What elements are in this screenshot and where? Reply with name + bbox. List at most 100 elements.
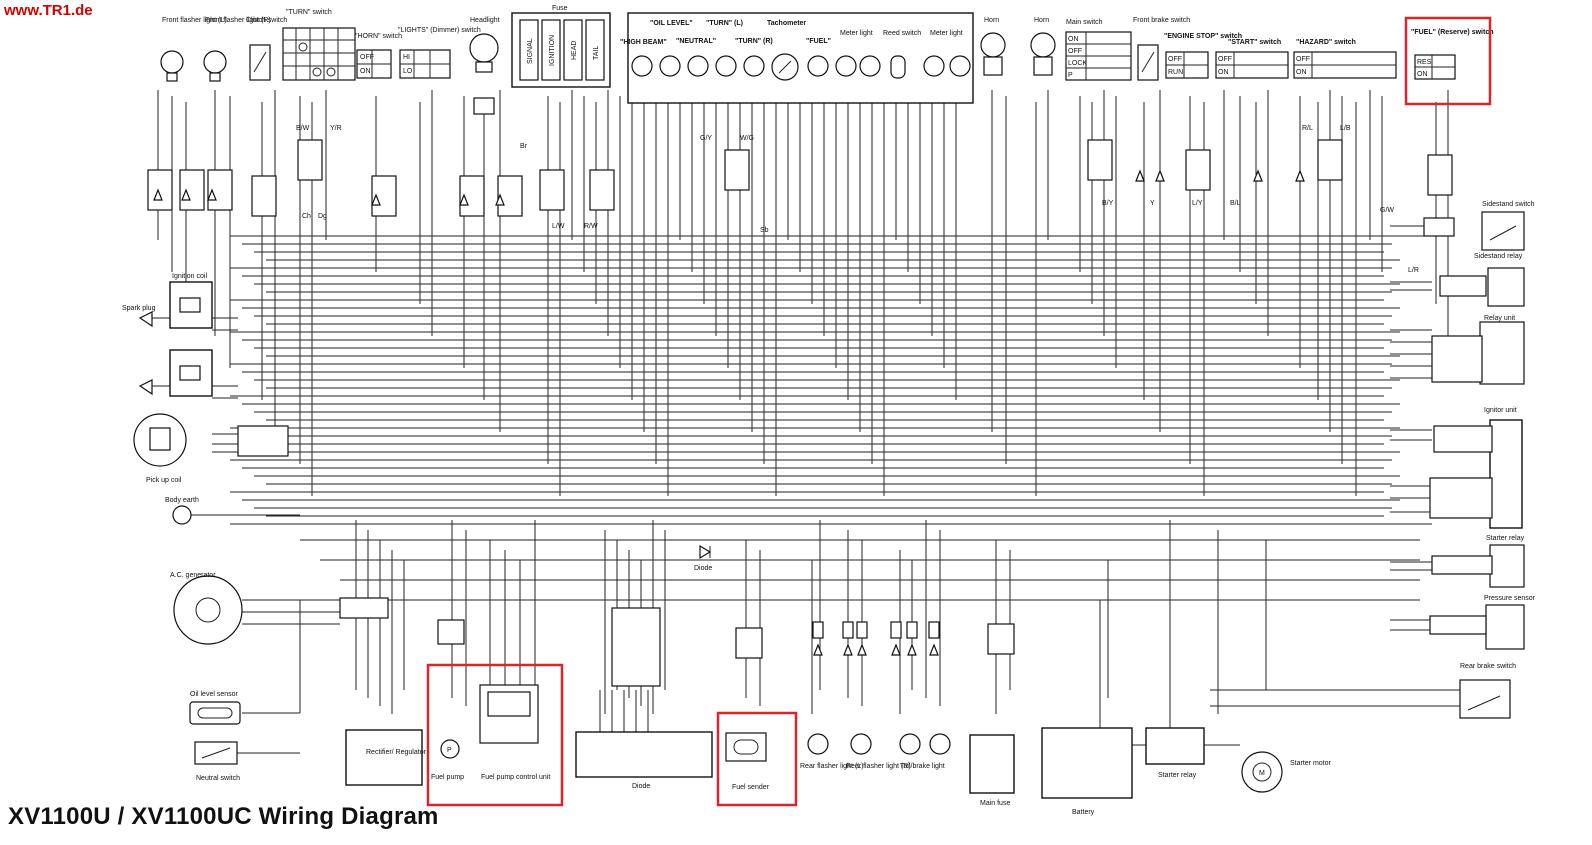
svg-text:Sidestand switch: Sidestand switch [1482, 201, 1535, 208]
svg-text:Pick up coil: Pick up coil [146, 477, 182, 484]
svg-text:B/L: B/L [1230, 200, 1241, 207]
svg-text:Oil level sensor: Oil level sensor [190, 691, 239, 698]
rectifier-regulator: Rectifier/ Regulator [345, 729, 427, 786]
svg-text:Neutral switch: Neutral switch [196, 775, 240, 782]
svg-text:Main switch: Main switch [1066, 19, 1103, 26]
horn-2: Horn [1030, 17, 1056, 76]
svg-text:Horn: Horn [1034, 17, 1049, 24]
svg-text:Meter light: Meter light [840, 30, 873, 37]
ignition-coil-2 [169, 349, 213, 397]
svg-text:Rear brake switch: Rear brake switch [1460, 663, 1516, 670]
svg-text:LOCK: LOCK [1068, 60, 1087, 67]
svg-text:Front brake switch: Front brake switch [1133, 17, 1190, 24]
svg-text:G/W: G/W [1380, 207, 1394, 214]
svg-text:R/L: R/L [1302, 125, 1313, 132]
svg-text:Tachometer: Tachometer [767, 20, 806, 27]
spark-plug-1: Spark plug [122, 305, 156, 328]
lights-switch: HI LO "LIGHTS" (Dimmer) switch [398, 27, 481, 79]
svg-text:Front flasher light (L): Front flasher light (L) [162, 17, 227, 24]
svg-text:"ENGINE STOP" switch: "ENGINE STOP" switch [1164, 33, 1242, 40]
svg-text:G/Y: G/Y [700, 135, 712, 142]
main-fuse: Main fuse [969, 623, 1015, 807]
svg-text:P: P [447, 747, 452, 754]
svg-text:OFF: OFF [1296, 56, 1310, 63]
svg-text:"OIL LEVEL": "OIL LEVEL" [650, 20, 693, 27]
svg-text:Rectifier/ Regulator: Rectifier/ Regulator [366, 749, 427, 756]
hazard-switch: OFF ON "HAZARD" switch [1293, 39, 1397, 79]
tail-brake-light: Tail/brake light [899, 733, 951, 770]
svg-text:Horn: Horn [984, 17, 999, 24]
rear-flasher-light-l: Rear flasher light (L) [800, 733, 863, 770]
svg-text:RES: RES [1417, 59, 1432, 66]
svg-text:Fuel pump control unit: Fuel pump control unit [481, 774, 550, 781]
svg-text:LO: LO [403, 68, 413, 75]
pressure-sensor: Pressure sensor [1429, 595, 1536, 650]
svg-text:"START" switch: "START" switch [1228, 39, 1281, 46]
svg-text:ON: ON [1068, 36, 1079, 43]
svg-text:L/B: L/B [1340, 125, 1351, 132]
battery: Battery [1041, 727, 1133, 816]
svg-text:Main fuse: Main fuse [980, 800, 1010, 807]
svg-text:B/W: B/W [296, 125, 310, 132]
svg-text:B/Y: B/Y [1102, 200, 1114, 207]
diagram-title: XV1100U / XV1100UC Wiring Diagram [8, 803, 439, 830]
svg-text:L/Y: L/Y [1192, 200, 1203, 207]
svg-text:Fuel pump: Fuel pump [431, 774, 464, 781]
watermark: www.TR1.de [4, 2, 93, 19]
svg-text:ON: ON [1218, 69, 1229, 76]
svg-text:HI: HI [403, 54, 410, 61]
svg-text:R/W: R/W [584, 223, 598, 230]
svg-text:A.C. generator: A.C. generator [170, 572, 216, 579]
svg-text:Starter relay: Starter relay [1158, 772, 1197, 779]
front-brake-switch: Front brake switch [1133, 17, 1190, 81]
oil-level-sensor: Oil level sensor [189, 691, 241, 725]
front-flasher-light-l: Front flasher light (L) [160, 17, 227, 82]
diode-single: Diode [694, 544, 712, 572]
front-flasher-light-r: Front flasher light (R) [203, 17, 271, 82]
horn-1: Horn [980, 17, 1006, 76]
highlight-box-fuel-reserve [1404, 16, 1492, 106]
fuse-box: Fuse SIGNAL IGNITION HEAD TAIL [511, 5, 611, 88]
starter-relay-bottom: Starter relay [1145, 727, 1205, 779]
start-switch: OFF ON "START" switch [1215, 39, 1289, 79]
svg-text:"TURN" switch: "TURN" switch [286, 9, 332, 16]
indicator-bulbs [631, 55, 971, 77]
headlight: Headlight [469, 17, 500, 115]
svg-text:P: P [1068, 72, 1073, 79]
svg-text:Fuel sender: Fuel sender [732, 784, 770, 791]
fuel-reserve-switch: RES ON "FUEL" (Reserve) switch [1404, 16, 1494, 106]
fuel-sender: Fuel sender [716, 627, 798, 807]
svg-text:"HIGH BEAM": "HIGH BEAM" [620, 39, 667, 46]
clutch-switch: Clutch switch [246, 17, 287, 81]
turn-switch: "TURN" switch [282, 9, 356, 81]
spark-plug-2 [138, 379, 153, 396]
sidestand-switch: Sidestand switch [1423, 201, 1535, 251]
svg-text:Starter motor: Starter motor [1290, 760, 1332, 767]
svg-text:ON: ON [1296, 69, 1307, 76]
svg-text:"NEUTRAL": "NEUTRAL" [676, 38, 716, 45]
svg-text:Ignition coil: Ignition coil [172, 273, 207, 280]
svg-text:ON: ON [360, 68, 371, 75]
svg-text:Sb: Sb [760, 227, 769, 234]
svg-text:Front flasher light (R): Front flasher light (R) [205, 17, 271, 24]
neutral-switch: Neutral switch [194, 741, 240, 782]
svg-text:Y: Y [1150, 200, 1155, 207]
svg-text:Diode: Diode [632, 783, 650, 790]
rear-flasher-light-r: Rear flasher light (R) [846, 733, 911, 770]
relay-unit: Relay unit [1431, 315, 1525, 385]
svg-text:Sidestand relay: Sidestand relay [1474, 253, 1523, 260]
svg-text:TAIL: TAIL [593, 46, 600, 60]
ac-generator: A.C. generator [170, 572, 389, 645]
svg-text:Dg: Dg [318, 213, 327, 220]
sidestand-relay: Sidestand relay [1439, 253, 1525, 307]
highlight-box-fuel-sender [716, 711, 798, 807]
svg-text:Rear flasher light (R): Rear flasher light (R) [846, 763, 911, 770]
diode-block: Diode [575, 607, 713, 790]
svg-text:Pressure sensor: Pressure sensor [1484, 595, 1536, 602]
svg-text:"LIGHTS" (Dimmer) switch: "LIGHTS" (Dimmer) switch [398, 27, 481, 34]
svg-text:Ignitor unit: Ignitor unit [1484, 407, 1517, 414]
svg-text:L/W: L/W [552, 223, 565, 230]
svg-text:SIGNAL: SIGNAL [527, 38, 534, 64]
